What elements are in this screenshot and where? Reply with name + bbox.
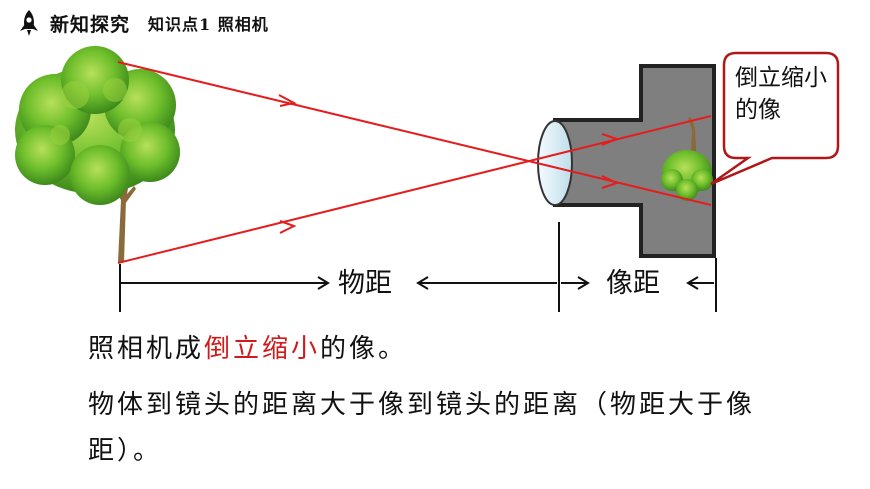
line1-highlight: 倒立缩小 — [204, 334, 321, 364]
page-subtitle: 知识点1 照相机 — [148, 15, 269, 34]
header: 新知探究 知识点1 照相机 — [18, 8, 269, 38]
callout-text: 倒立缩小的像 — [735, 65, 827, 123]
line1-prefix: 照相机成 — [88, 334, 205, 364]
conclusion-line-2: 物体到镜头的距离大于像到镜头的距离（物距大于像距）。 — [88, 390, 756, 466]
lens — [537, 120, 573, 206]
tree-object — [15, 46, 180, 262]
object-distance-label: 物距 — [336, 268, 394, 300]
camera-diagram — [15, 46, 840, 312]
distance-markers — [119, 222, 717, 312]
camera-body — [553, 64, 716, 258]
callout-bubble — [710, 51, 840, 186]
inverted-image — [661, 117, 713, 201]
rocket-icon — [20, 10, 38, 36]
light-rays — [117, 61, 712, 264]
line1-suffix: 的像。 — [320, 334, 408, 364]
page-title: 新知探究 — [50, 13, 131, 36]
image-distance-label: 像距 — [604, 268, 662, 300]
conclusion-line-1: 照相机成倒立缩小的像。 — [88, 328, 407, 365]
